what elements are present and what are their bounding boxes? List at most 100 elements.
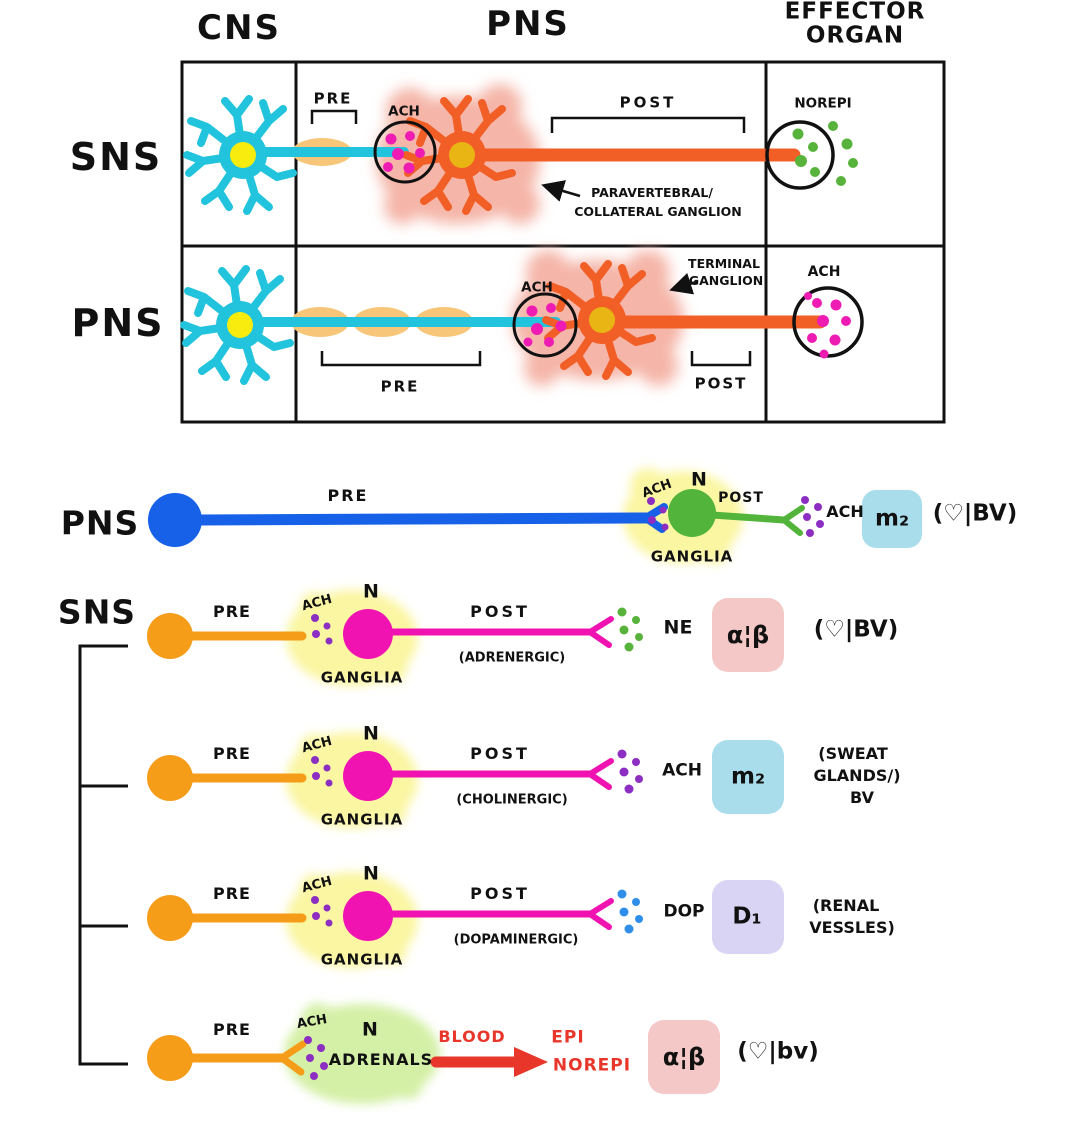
cholinergic-n-label: N: [363, 722, 379, 745]
sns-pre-label: PRE: [313, 89, 353, 108]
pns-pathway-post-axon: [708, 511, 788, 524]
pns-pathway-receptor-label: m₂: [874, 505, 910, 532]
sns-cholinergic-ach-dots: [311, 756, 333, 787]
sns-adrenergic-receptor-box: [712, 598, 784, 672]
pns-pathway-receptor-box: [862, 490, 922, 548]
cholinergic-ganglia-label: GANGLIA: [320, 810, 404, 829]
sns-adrenergic-drawing: [147, 590, 784, 686]
pns-terminal-ganglion-arrow: [669, 272, 697, 295]
cholinergic-pre-label: PRE: [213, 744, 251, 763]
sns-adrenal-receptor-box: [648, 1020, 720, 1094]
sns-adrenal-drawing: [147, 1003, 720, 1104]
adrenal-pre-label: PRE: [213, 1020, 251, 1039]
pns-pathway-ach-dots-ganglion: [647, 497, 669, 531]
pns-pathway-post-terminal-fork: [781, 505, 805, 536]
dopaminergic-ganglia-label: GANGLIA: [320, 950, 404, 969]
pns-pathway-pre-label: PRE: [327, 486, 369, 505]
pns-post-label: POST: [694, 374, 748, 393]
adrenergic-post-label: POST: [470, 602, 530, 621]
sns-effector-nt-label: NOREPI: [794, 95, 852, 112]
sns-dopaminergic-post-terminal-fork: [587, 898, 614, 930]
sns-dopaminergic-receptor-box: [712, 880, 784, 954]
col-header-effector-line2: ORGAN: [805, 22, 905, 49]
sns-post-label: POST: [619, 93, 677, 112]
cholinergic-post-label: POST: [470, 744, 530, 763]
cholinergic-target-line3: BV: [850, 788, 874, 807]
adrenergic-ganglia-label: GANGLIA: [320, 668, 404, 687]
sns-adrenergic-soma: [147, 613, 193, 659]
sns-ganglion-neuron-nucleus: [449, 142, 475, 168]
adrenal-receptor-label: α¦β: [662, 1043, 706, 1071]
dopaminergic-n-label: N: [363, 862, 379, 885]
pns-pathway-target-label: (♡|BV): [932, 500, 1018, 527]
sns-dopaminergic-drawing: [147, 872, 784, 968]
col-header-cns: CNS: [197, 8, 281, 48]
pns-pathway-ganglion-cell: [668, 489, 716, 537]
adrenergic-n-label: N: [363, 580, 379, 603]
sns-row-drawing: [187, 84, 858, 224]
pns-ach-synapse-circle: [512, 292, 578, 358]
pns-pathway-ganglia-label: GANGLIA: [650, 547, 734, 566]
row-label-sns: SNS: [69, 135, 163, 179]
pns-pathway-post-label: POST: [718, 490, 764, 506]
row-label-pns: PNS: [71, 301, 165, 345]
pns-terminal-ganglion-line1: TERMINAL: [688, 255, 760, 271]
cholinergic-target-line2: GLANDS/): [813, 766, 901, 785]
pns-pre-bracket: [320, 351, 482, 367]
dopaminergic-pre-label: PRE: [213, 884, 251, 903]
blood-arrow-head: [514, 1047, 548, 1077]
pns-effector-ach-dots: [804, 292, 851, 359]
cholinergic-target-line1: (SWEAT: [818, 744, 888, 763]
dopaminergic-receptor-label: D₁: [732, 903, 762, 930]
sns-dopaminergic-ganglion-cell: [343, 891, 393, 941]
pns-effector-nt-label: ACH: [807, 264, 841, 280]
pns-pathway-n-label: N: [691, 468, 707, 491]
sns-pre-bracket: [310, 109, 358, 124]
sns-dopaminergic-soma: [147, 895, 193, 941]
pns-terminal-ganglion-line2: GANGLION: [688, 272, 764, 288]
sns-ganglion-annotation-line2: COLLATERAL GANGLION: [574, 203, 742, 219]
sns-adrenergic-ne-dots: [617, 607, 643, 652]
sns-post-bracket: [550, 116, 746, 133]
sns-ganglion-annotation-arrow: [541, 180, 581, 202]
sns-cholinergic-soma: [147, 755, 193, 801]
sns-adrenergic-post-terminal-fork: [587, 616, 614, 648]
sns-cholinergic-nt-dots: [617, 749, 643, 794]
adrenal-blood-label: BLOOD: [438, 1027, 506, 1046]
adrenal-nt-line1: EPI: [551, 1027, 585, 1048]
adrenergic-post-type-label: (ADRENERGIC): [458, 650, 566, 666]
adrenal-target-label: (♡|bv): [737, 1038, 819, 1065]
sns-cns-neuron-nucleus: [230, 142, 256, 168]
adrenal-n-label: N: [362, 1018, 378, 1041]
sns-adrenal-soma: [147, 1035, 193, 1081]
adrenergic-nt-label: NE: [663, 616, 693, 639]
dopaminergic-target-line1: (RENAL: [812, 896, 880, 915]
pns-pathway-label: PNS: [60, 503, 140, 543]
dopaminergic-nt-label: DOP: [663, 901, 705, 922]
sns-cholinergic-receptor-box: [712, 740, 784, 814]
sns-ach-label: ACH: [388, 103, 420, 120]
pns-post-bracket: [690, 351, 752, 367]
pns-ach-label: ACH: [521, 279, 553, 296]
cholinergic-receptor-label: m₂: [730, 763, 766, 790]
sns-adrenal-halo: [284, 1003, 440, 1104]
sns-section-label: SNS: [57, 592, 137, 632]
sns-cholinergic-post-terminal-fork: [587, 758, 614, 790]
col-header-pns: PNS: [486, 4, 570, 44]
dopaminergic-post-label: POST: [470, 884, 530, 903]
adrenergic-target-label: (♡|BV): [813, 616, 899, 643]
sns-adrenergic-ach-dots: [311, 614, 333, 645]
sns-dopaminergic-dop-dots: [617, 889, 643, 934]
cholinergic-nt-label: ACH: [662, 760, 702, 781]
pns-pathway-nt-label: ACH: [826, 502, 864, 521]
sns-effector-circle: [765, 120, 835, 190]
adrenergic-receptor-label: α¦β: [726, 621, 770, 649]
pns-pathway-soma: [148, 493, 202, 547]
sns-ach-vesicle-dots: [383, 131, 425, 174]
sns-adrenal-pre-terminal-fork: [278, 1040, 307, 1076]
sns-dopaminergic-ach-dots: [311, 896, 333, 927]
sns-branch-bracket: [78, 644, 128, 1066]
pns-pathway-pre-axon: [192, 512, 652, 526]
